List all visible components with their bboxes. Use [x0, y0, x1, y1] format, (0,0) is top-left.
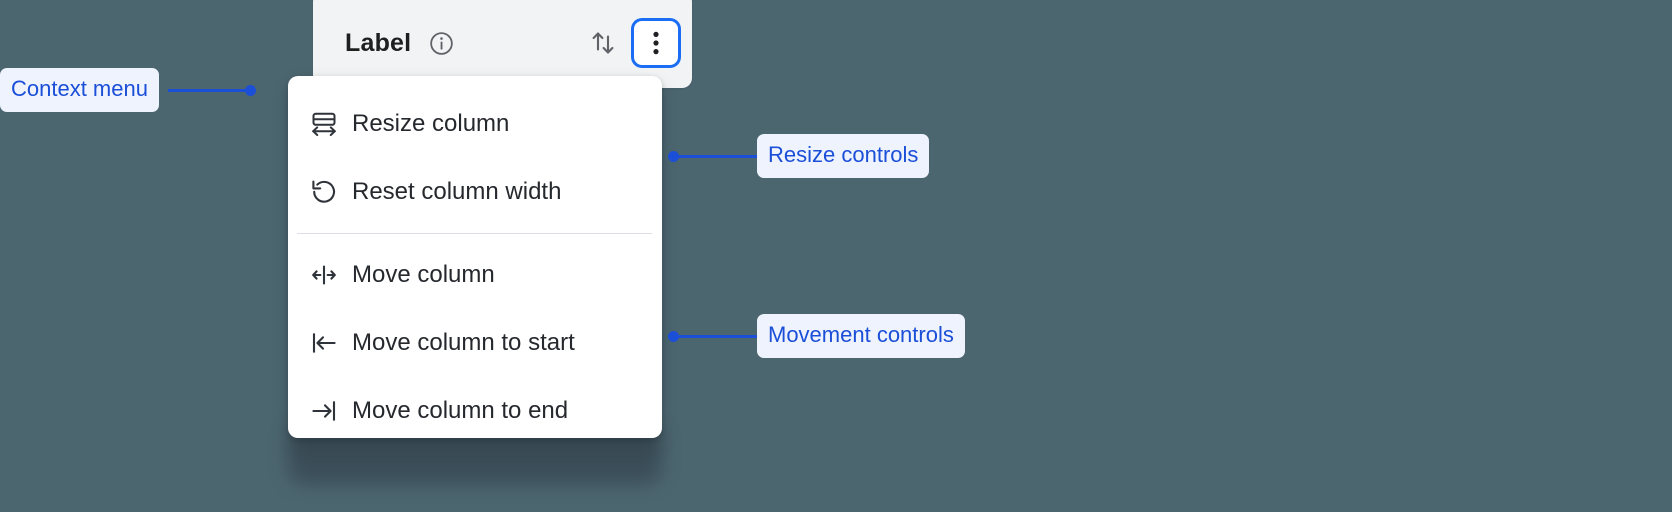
move-to-start-icon — [302, 326, 346, 360]
move-to-end-icon — [302, 394, 346, 428]
column-context-menu: Resize column Reset column width — [288, 76, 662, 438]
menu-item-label: Move column — [352, 261, 495, 288]
annotation-movement-controls: Movement controls — [668, 314, 965, 358]
menu-item-move-column[interactable]: Move column — [288, 241, 662, 309]
menu-item-move-column-to-end[interactable]: Move column to end — [288, 377, 662, 438]
resize-column-icon — [302, 107, 346, 141]
reset-width-icon — [302, 175, 346, 209]
column-header-card: Label — [313, 0, 692, 88]
menu-item-resize-column[interactable]: Resize column — [288, 90, 662, 158]
menu-item-label: Reset column width — [352, 178, 562, 205]
menu-item-move-column-to-start[interactable]: Move column to start — [288, 309, 662, 377]
annotation-leader-line — [678, 334, 757, 338]
menu-item-label: Move column to start — [352, 329, 575, 356]
move-column-icon — [302, 258, 346, 292]
info-circle-icon[interactable] — [428, 30, 455, 57]
annotation-leader-line — [167, 88, 246, 92]
menu-drop-shadow — [288, 430, 662, 484]
annotation-label: Resize controls — [757, 134, 930, 178]
menu-divider — [297, 233, 652, 234]
annotation-anchor-dot — [668, 330, 679, 342]
annotation-resize-controls: Resize controls — [668, 134, 930, 178]
annotation-label: Movement controls — [757, 314, 965, 358]
page-title: Label — [345, 28, 412, 57]
annotation-leader-line — [678, 154, 757, 158]
annotation-context-menu: Context menu — [0, 68, 256, 112]
annotation-anchor-dot — [668, 150, 679, 162]
kebab-menu-icon — [653, 31, 659, 55]
annotation-anchor-dot — [244, 84, 256, 96]
annotation-label: Context menu — [0, 68, 159, 112]
menu-item-label: Resize column — [352, 110, 510, 137]
menu-item-label: Move column to end — [352, 397, 569, 424]
column-menu-button[interactable] — [634, 21, 678, 65]
menu-item-reset-column-width[interactable]: Reset column width — [288, 158, 662, 226]
sort-arrows-icon[interactable] — [586, 26, 620, 60]
